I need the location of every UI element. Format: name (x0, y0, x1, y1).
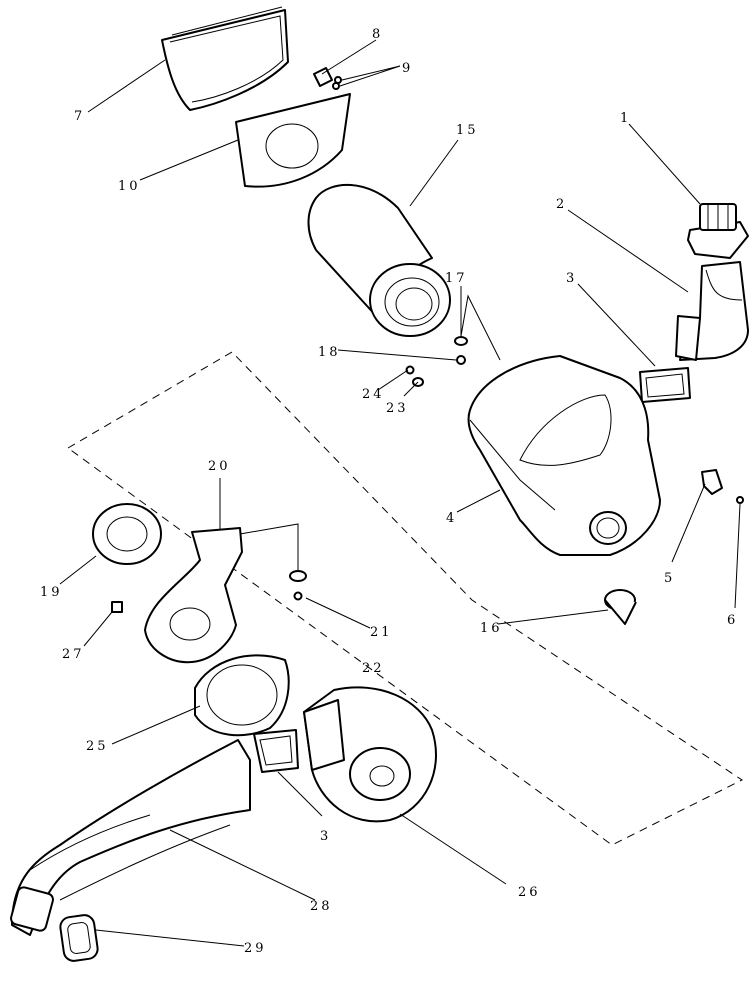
part-21-washer (289, 570, 307, 582)
part-3-seal-lower (253, 729, 299, 773)
callout-22: 22 (362, 661, 385, 676)
callout-9: 9 (402, 61, 413, 76)
part-8-clip (313, 67, 333, 87)
part-2-elbow-hose (675, 261, 749, 361)
part-29-rounded-gasket (59, 914, 99, 962)
part-28-long-duct (10, 739, 251, 936)
callout-20: 20 (208, 459, 231, 474)
part-15-filter-cartridge (307, 183, 451, 337)
callout-1: 1 (620, 111, 631, 126)
callout-21: 21 (370, 625, 393, 640)
part-9-nuts (332, 76, 342, 90)
callout-25: 25 (86, 739, 109, 754)
callout-3-lower: 3 (320, 829, 331, 844)
callout-10: 10 (118, 179, 141, 194)
part-24-nut (405, 365, 415, 375)
part-1-cap (687, 203, 749, 259)
part-20-bracket (144, 527, 243, 664)
leader-lines (59, 39, 741, 947)
part-7-duct-cover (161, 6, 289, 111)
callout-6: 6 (727, 613, 738, 628)
callout-28: 28 (310, 899, 333, 914)
callout-4: 4 (446, 511, 457, 526)
callout-23: 23 (386, 401, 409, 416)
callout-5: 5 (664, 571, 675, 586)
part-6-screw (736, 496, 744, 504)
part-10-gasket-plate (235, 93, 351, 188)
part-26-blower (303, 686, 437, 823)
part-18-nut (456, 355, 466, 365)
callout-19: 19 (40, 585, 63, 600)
part-4-filter-housing (467, 355, 661, 556)
part-27-bolt (111, 601, 123, 613)
callout-27: 27 (62, 647, 85, 662)
part-22-nut (293, 591, 303, 601)
callout-8: 8 (372, 27, 383, 42)
part-16-valve (604, 589, 637, 625)
part-17-washer (454, 336, 468, 346)
callout-24: 24 (362, 387, 385, 402)
callout-26: 26 (518, 885, 541, 900)
assembly-boundary (67, 351, 743, 846)
callout-18: 18 (318, 345, 341, 360)
part-25-flange-gasket (194, 654, 290, 737)
part-3-seal-upper (639, 367, 691, 403)
part-19-ring-gasket (92, 503, 162, 565)
callout-16: 16 (480, 621, 503, 636)
callout-3-upper: 3 (566, 271, 577, 286)
part-5-sensor (701, 469, 723, 495)
callout-29: 29 (244, 941, 267, 956)
callout-7: 7 (74, 109, 85, 124)
callout-15: 15 (456, 123, 479, 138)
callout-2: 2 (556, 197, 567, 212)
callout-17: 17 (445, 271, 468, 286)
